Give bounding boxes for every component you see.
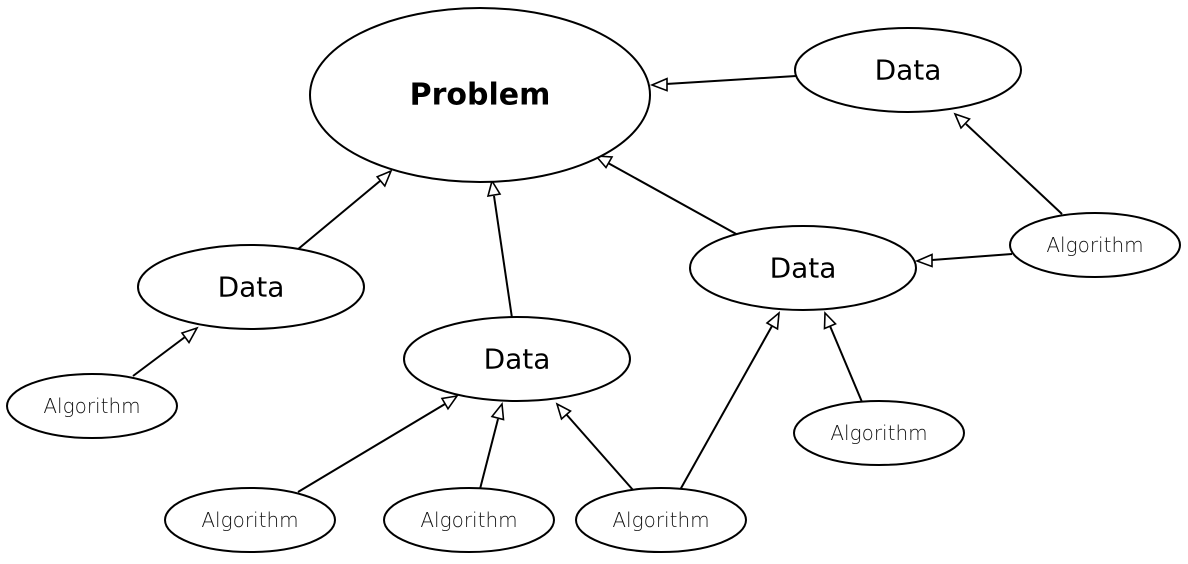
arrowhead-icon xyxy=(649,77,668,92)
problem-ellipse xyxy=(309,7,651,183)
arrowhead-icon xyxy=(490,401,505,421)
arrowhead-icon xyxy=(823,311,837,330)
arrowhead-icon xyxy=(953,112,971,130)
algorithm-ellipse xyxy=(1009,212,1181,278)
data-ellipse xyxy=(689,225,917,311)
data-ellipse xyxy=(794,27,1022,113)
edge-algorithm-bottom-2-to-data-center xyxy=(479,418,499,490)
algorithm-label: Algorithm xyxy=(612,508,709,532)
edges-layer xyxy=(132,75,1063,493)
data-ellipse xyxy=(403,316,631,402)
edge-data-right-to-problem xyxy=(607,162,739,236)
algorithm-label: Algorithm xyxy=(201,508,298,532)
problem-node: Problem xyxy=(309,7,651,183)
algorithm-ellipse xyxy=(6,373,178,439)
algorithm-node-bottom-2: Algorithm xyxy=(383,487,555,553)
data-label: Data xyxy=(875,54,942,87)
edge-algorithm-bottom-3-to-data-right xyxy=(679,325,773,491)
edge-data-left-to-problem xyxy=(296,180,381,251)
arrowhead-icon xyxy=(914,253,933,268)
algorithm-ellipse xyxy=(793,400,965,466)
data-label: Data xyxy=(484,343,551,376)
algorithm-label: Algorithm xyxy=(420,508,517,532)
algorithm-node-left: Algorithm xyxy=(6,373,178,439)
edge-data-top-right-to-problem xyxy=(665,75,797,85)
algorithm-label: Algorithm xyxy=(43,394,140,418)
arrowhead-icon xyxy=(375,169,393,188)
arrowhead-icon xyxy=(765,311,780,331)
algorithm-label: Algorithm xyxy=(1046,233,1143,257)
edge-algorithm-right-to-data-top-right xyxy=(965,123,1063,215)
data-label: Data xyxy=(218,271,285,304)
algorithm-node-right-bottom: Algorithm xyxy=(793,400,965,466)
data-node-center: Data xyxy=(403,316,631,402)
edge-algorithm-bottom-3-to-data-center xyxy=(565,413,634,491)
edge-algorithm-left-to-data-left xyxy=(132,336,186,377)
edge-algorithm-right-to-data-right xyxy=(931,253,1013,261)
algorithm-node-bottom-3: Algorithm xyxy=(575,487,747,553)
data-ellipse xyxy=(137,244,365,330)
arrowhead-icon xyxy=(555,402,572,421)
algorithm-label: Algorithm xyxy=(830,421,927,445)
algorithm-node-right: Algorithm xyxy=(1009,212,1181,278)
data-node-left: Data xyxy=(137,244,365,330)
algorithm-ellipse xyxy=(383,487,555,553)
edge-algorithm-bottom-1-to-data-center xyxy=(297,403,446,493)
nodes-layer: Problem Data Data Data Data Algorithm Al… xyxy=(6,7,1181,553)
edge-algorithm-right-bottom-to-data-right xyxy=(829,325,863,403)
arrowhead-icon xyxy=(594,155,614,169)
algorithm-node-bottom-1: Algorithm xyxy=(164,487,336,553)
data-node-right: Data xyxy=(689,225,917,311)
arrowhead-icon xyxy=(440,394,459,411)
algorithm-ellipse xyxy=(575,487,747,553)
arrowhead-icon xyxy=(180,326,199,344)
problem-label: Problem xyxy=(410,78,551,113)
data-label: Data xyxy=(770,252,837,285)
arrowhead-icon xyxy=(486,178,502,197)
algorithm-ellipse xyxy=(164,487,336,553)
edge-data-center-to-problem xyxy=(493,195,513,319)
data-node-top-right: Data xyxy=(794,27,1022,113)
